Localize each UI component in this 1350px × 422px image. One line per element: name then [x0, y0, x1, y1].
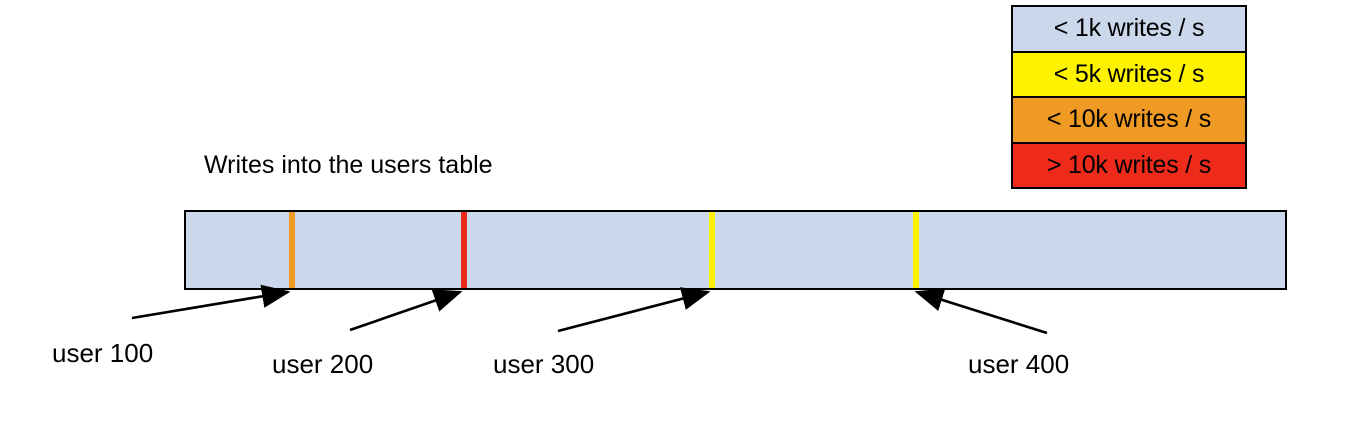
legend-label: < 1k writes / s [1053, 14, 1205, 43]
arrow-user-100 [131, 284, 291, 320]
legend-row-under-1k: < 1k writes / s [1013, 7, 1245, 53]
legend-label: < 5k writes / s [1053, 59, 1205, 88]
bar-marker-user-200 [461, 212, 467, 288]
label-user-100: user 100 [52, 338, 154, 368]
legend: < 1k writes / s < 5k writes / s < 10k wr… [1011, 5, 1247, 189]
bar-marker-user-300 [709, 212, 715, 288]
arrow-user-400 [914, 288, 1048, 335]
users-table-bar [184, 210, 1287, 290]
legend-label: < 10k writes / s [1046, 105, 1212, 134]
legend-row-under-5k: < 5k writes / s [1013, 52, 1245, 98]
label-user-300: user 300 [493, 349, 595, 379]
arrow-user-200 [349, 289, 463, 332]
bar-marker-user-100 [289, 212, 295, 288]
legend-row-over-10k: > 10k writes / s [1013, 143, 1245, 187]
chart-title: Writes into the users table [204, 151, 493, 179]
legend-row-under-10k: < 10k writes / s [1013, 98, 1245, 144]
arrow-user-300 [557, 287, 711, 333]
bar-marker-user-400 [913, 212, 919, 288]
legend-label: > 10k writes / s [1046, 150, 1212, 179]
label-user-200: user 200 [272, 349, 374, 379]
label-user-400: user 400 [968, 349, 1070, 379]
